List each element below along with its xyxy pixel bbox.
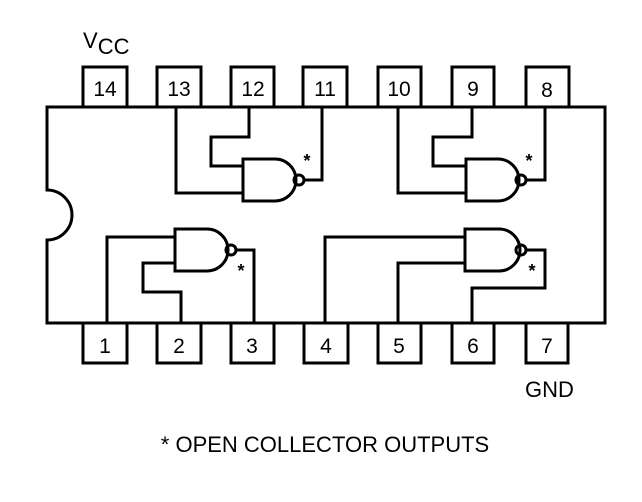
- inverter-bubble-4: [514, 173, 528, 187]
- pin-11-label: 11: [314, 78, 336, 101]
- pin-8-label: 8: [541, 79, 553, 102]
- pin-8: 8: [524, 65, 571, 109]
- nand-gate-3-body: [241, 157, 298, 203]
- pin-2-label: 2: [173, 335, 185, 358]
- chip-body: [45, 105, 607, 325]
- wire-pin5: [396, 261, 465, 323]
- pin-12: 12: [229, 65, 276, 109]
- nand-gate-2-body: [463, 227, 522, 273]
- wire-pin13: [174, 107, 243, 195]
- gate-3-nand: *: [174, 107, 324, 203]
- pin-3-label: 3: [246, 335, 258, 358]
- open-collector-marker: *: [528, 261, 535, 281]
- pin-9-label: 9: [467, 78, 479, 101]
- gnd-label: GND: [525, 377, 574, 402]
- pin-3: 3: [229, 321, 276, 365]
- nand-gate-4-body: [464, 157, 521, 203]
- pin-1-label: 1: [99, 335, 111, 358]
- wire-pin1: [105, 235, 175, 323]
- wire-pin12: [209, 107, 251, 168]
- pin-4: 4: [302, 321, 350, 365]
- pin-4-label: 4: [320, 335, 332, 358]
- wire-pin11: [304, 107, 324, 182]
- pin-7: 7: [524, 321, 570, 365]
- gate-2-nand: *: [323, 227, 547, 323]
- vcc-label-main: V: [83, 28, 98, 53]
- pin-10: 10: [376, 65, 423, 109]
- pin-6-label: 6: [467, 335, 479, 358]
- open-collector-marker: *: [525, 151, 532, 171]
- pin-2: 2: [155, 321, 203, 365]
- pin-10-label: 10: [387, 78, 410, 101]
- open-collector-marker: *: [303, 151, 310, 171]
- gate-4-nand: *: [396, 107, 547, 203]
- pin-7-label: 7: [541, 335, 553, 358]
- pin-13-label: 13: [167, 78, 190, 101]
- wire-pin3: [236, 248, 256, 323]
- open-collector-marker: *: [237, 261, 244, 281]
- pin-11: 11: [301, 65, 349, 109]
- nand-gate-1-body: [173, 227, 230, 273]
- pin-5-label: 5: [393, 335, 405, 358]
- wire-pin2: [141, 261, 183, 323]
- wire-pin6: [470, 248, 547, 323]
- pin-13: 13: [155, 65, 203, 109]
- pin-14-label: 14: [93, 78, 117, 101]
- inverter-bubble-1: [224, 243, 238, 257]
- pin-6: 6: [450, 321, 496, 365]
- wire-pin8: [526, 107, 547, 182]
- wire-pin4: [323, 235, 465, 323]
- pin-14: 14: [81, 65, 129, 109]
- pin-12-label: 12: [241, 78, 264, 101]
- pin-5: 5: [376, 321, 423, 365]
- wire-pin9: [431, 107, 474, 168]
- pin-1: 1: [81, 321, 129, 365]
- vcc-label: VCC: [83, 28, 130, 59]
- pin-9: 9: [450, 65, 496, 109]
- footnote-open-collector: * OPEN COLLECTOR OUTPUTS: [161, 432, 489, 457]
- vcc-label-sub: CC: [98, 34, 130, 59]
- inverter-bubble-3: [292, 173, 306, 187]
- wire-pin10: [396, 107, 466, 195]
- gate-1-nand: *: [105, 227, 256, 323]
